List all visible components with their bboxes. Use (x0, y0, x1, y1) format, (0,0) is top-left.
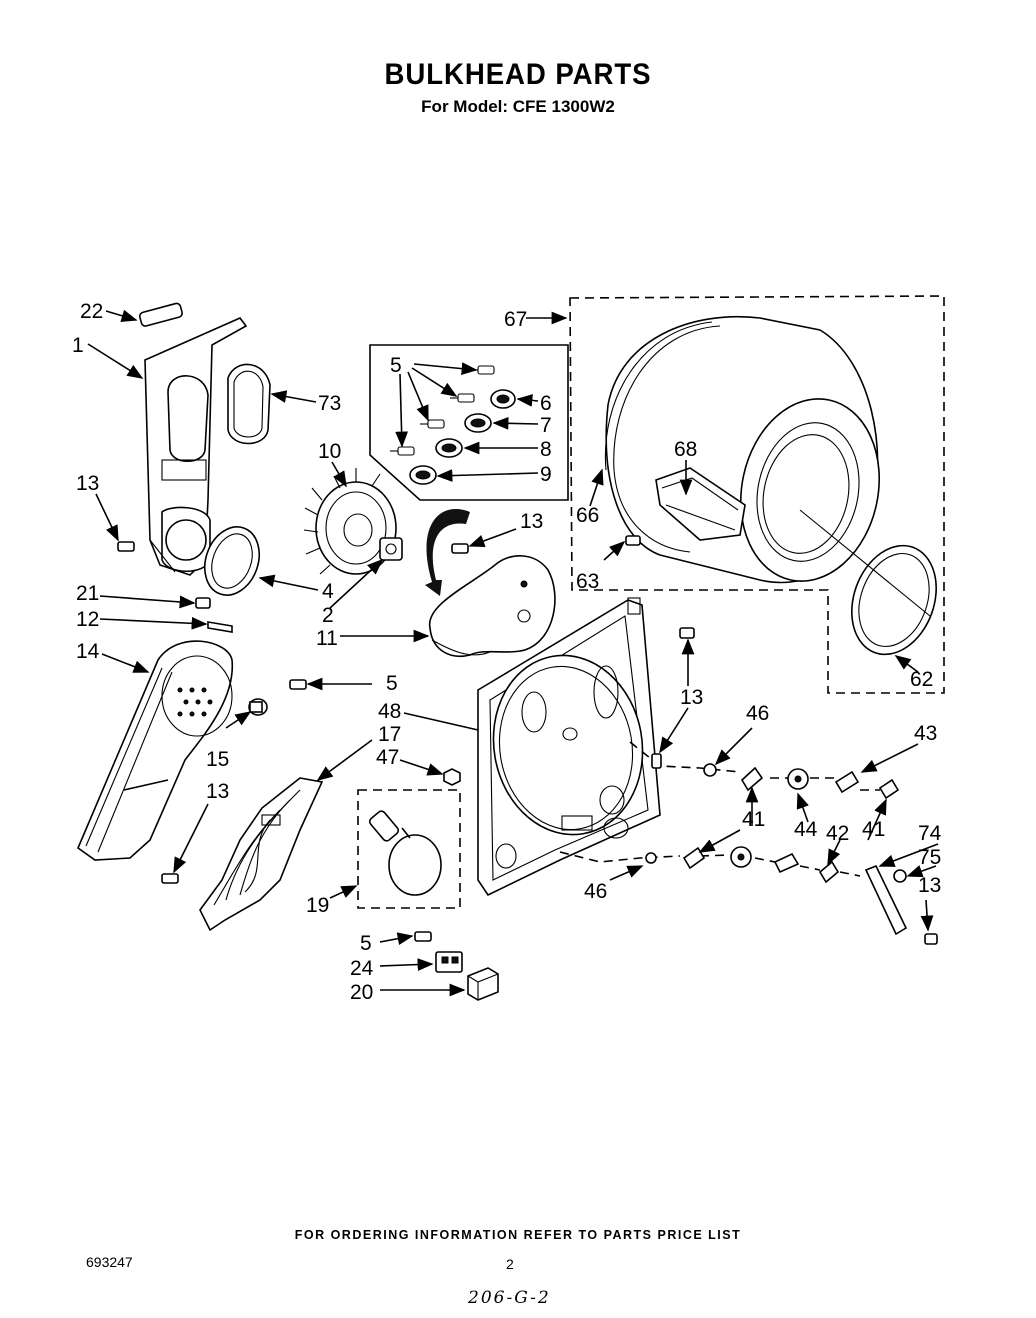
part-4-seal-ring (203, 526, 261, 596)
callout-19: 19 (306, 894, 329, 917)
document-number: 693247 (86, 1254, 133, 1270)
idler-assembly (559, 741, 938, 945)
callout-14: 14 (76, 640, 100, 663)
page-number: 2 (506, 1256, 514, 1272)
callout-6: 6 (540, 392, 552, 415)
part-20-cover (467, 967, 499, 1001)
callout-8: 8 (540, 438, 552, 461)
callout-22: 22 (80, 300, 103, 323)
callout-5: 5 (360, 932, 372, 955)
callout-5: 5 (386, 672, 398, 695)
leader-lines (87, 309, 939, 997)
handwritten-note: 206-G-2 (468, 1288, 551, 1308)
callout-4: 4 (322, 580, 334, 603)
part-17-wiring-harness (199, 777, 324, 932)
callout-labels: 22 1 73 13 5 6 7 8 9 10 4 2 13 21 12 11 … (72, 300, 942, 1004)
part-21-screw (195, 597, 211, 609)
screw-5-panel (289, 679, 307, 690)
callout-17: 17 (378, 723, 401, 746)
callout-24: 24 (350, 957, 374, 980)
callout-63: 63 (576, 570, 599, 593)
part-22-handle (138, 302, 183, 327)
part-1-front-panel (144, 317, 248, 576)
part-47-nut (443, 768, 461, 786)
callout-67: 67 (504, 308, 527, 331)
callout-13: 13 (206, 780, 229, 803)
part-62-drum-seal (799, 509, 937, 656)
callout-47: 47 (376, 746, 399, 769)
callout-48: 48 (378, 700, 401, 723)
callout-11: 11 (316, 627, 338, 650)
callout-12: 12 (76, 608, 99, 631)
part-12-clip (207, 621, 233, 633)
screw-63-drum (625, 535, 641, 546)
callout-13: 13 (76, 472, 99, 495)
screw-13-bulkhead-side (651, 753, 662, 769)
callout-75: 75 (918, 846, 941, 869)
callout-41: 41 (862, 818, 885, 841)
callout-21: 21 (76, 582, 99, 605)
callout-20: 20 (350, 981, 373, 1004)
callout-1: 1 (72, 334, 84, 357)
callout-13: 13 (918, 874, 941, 897)
callout-43: 43 (914, 722, 937, 745)
part-2-nut (379, 537, 403, 561)
callout-73: 73 (318, 392, 341, 415)
callout-46: 46 (584, 880, 607, 903)
callout-46: 46 (746, 702, 769, 725)
part-19-kit-box (357, 789, 461, 909)
callout-10: 10 (318, 440, 341, 463)
callout-13: 13 (520, 510, 543, 533)
part-10-blower-wheel (303, 468, 397, 575)
rotation-arrow (425, 509, 470, 596)
screw-13-panel-bottom (161, 873, 179, 884)
part-15-grommet (248, 698, 268, 716)
callout-74: 74 (918, 822, 942, 845)
callout-44: 44 (794, 818, 818, 841)
part-11-blower-housing (429, 555, 556, 657)
part-48-rear-bulkhead (477, 597, 661, 897)
part-68-drum-baffle (655, 467, 746, 541)
model-subtitle: For Model: CFE 1300W2 (421, 97, 615, 116)
part-14-heater-panel (77, 640, 233, 861)
callout-13: 13 (680, 686, 703, 709)
screw-13-bulkhead-top (679, 627, 695, 639)
part-24-terminal-block (435, 951, 463, 973)
screw-13-blower (451, 543, 469, 554)
callout-2: 2 (322, 604, 334, 627)
callout-7: 7 (540, 414, 552, 437)
callout-42: 42 (826, 822, 849, 845)
callout-41: 41 (742, 808, 765, 831)
page-title: BULKHEAD PARTS (384, 58, 652, 91)
part-73-seal (227, 363, 271, 445)
callout-9: 9 (540, 463, 552, 486)
callout-5: 5 (390, 354, 402, 377)
ordering-note: FOR ORDERING INFORMATION REFER TO PARTS … (294, 1228, 742, 1242)
callout-62: 62 (910, 668, 933, 691)
part-67-bracket (569, 295, 945, 694)
screw-13-left (117, 541, 135, 552)
callout-15: 15 (206, 748, 229, 771)
callout-66: 66 (576, 504, 599, 527)
callout-68: 68 (674, 438, 697, 461)
parts-box-5-9 (369, 344, 569, 501)
screw-5-terminal (414, 931, 432, 942)
